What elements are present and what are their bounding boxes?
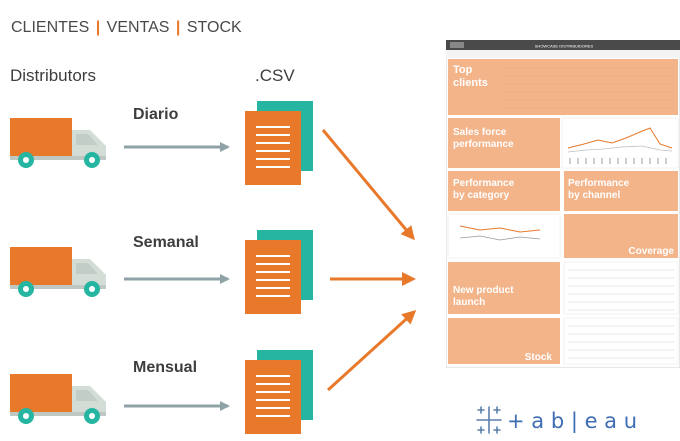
csv-file-icon-2 — [245, 230, 313, 314]
header-separator-1: | — [95, 19, 101, 36]
tableau-logo: + a b | e a u — [476, 406, 637, 434]
tile-coverage: Coverage — [628, 246, 674, 257]
csv-label: .CSV — [255, 66, 295, 85]
truck-icon-3 — [10, 374, 106, 424]
csv-file-icon-3 — [245, 350, 313, 434]
truck-icon-2 — [10, 247, 106, 297]
header-separator-2: | — [175, 19, 181, 36]
header-ventas: VENTAS — [106, 19, 170, 36]
dashboard-title: SHOWCASE DISTRIBUIDORES — [535, 44, 594, 49]
csv-file-icon-1 — [245, 101, 313, 185]
arrow-orange-3 — [326, 309, 417, 392]
truck-icon-1 — [10, 118, 106, 168]
header-clientes: CLIENTES — [11, 19, 90, 36]
tile-stock: Stock — [525, 352, 553, 363]
header-stock: STOCK — [186, 19, 242, 36]
tableau-wordmark: + a b | e a u — [507, 409, 637, 434]
header-categories: CLIENTES | VENTAS | STOCK — [11, 19, 242, 37]
frequency-label-mensual: Mensual — [133, 359, 198, 376]
distributors-label: Distributors — [10, 66, 96, 85]
arrow-orange-1 — [321, 129, 415, 241]
frequency-label-diario: Diario — [133, 106, 179, 123]
frequency-label-semanal: Semanal — [133, 234, 199, 251]
